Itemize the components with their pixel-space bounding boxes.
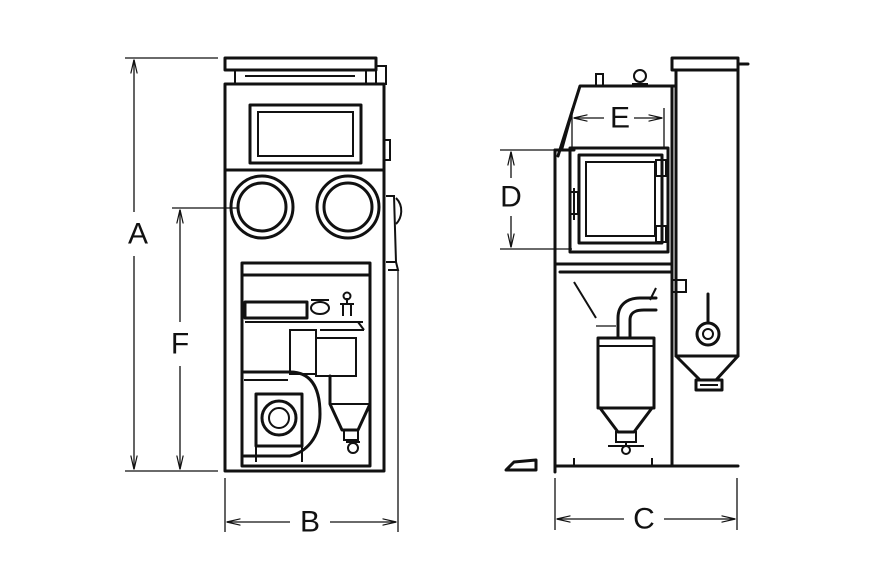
dimension-label-c: C [633,503,655,536]
viewing-window [248,103,363,165]
dimension-label-a: A [128,218,148,251]
media-hopper [670,56,750,392]
dimension-label-e: E [610,102,630,135]
side-view [504,56,750,474]
glove-ports [229,174,381,240]
side-door [568,146,670,254]
dimension-lines [125,57,738,532]
dimension-label-f: F [171,328,189,361]
lower-compartment [240,261,372,468]
dimension-label-b: B [300,506,320,539]
cabinet-body [223,82,386,473]
dimension-label-d: D [500,181,522,214]
motor-housing [242,370,322,458]
control-shelf [243,300,309,320]
dust-canister [596,336,656,455]
foot-pedal [504,458,538,472]
front-view [223,56,403,473]
